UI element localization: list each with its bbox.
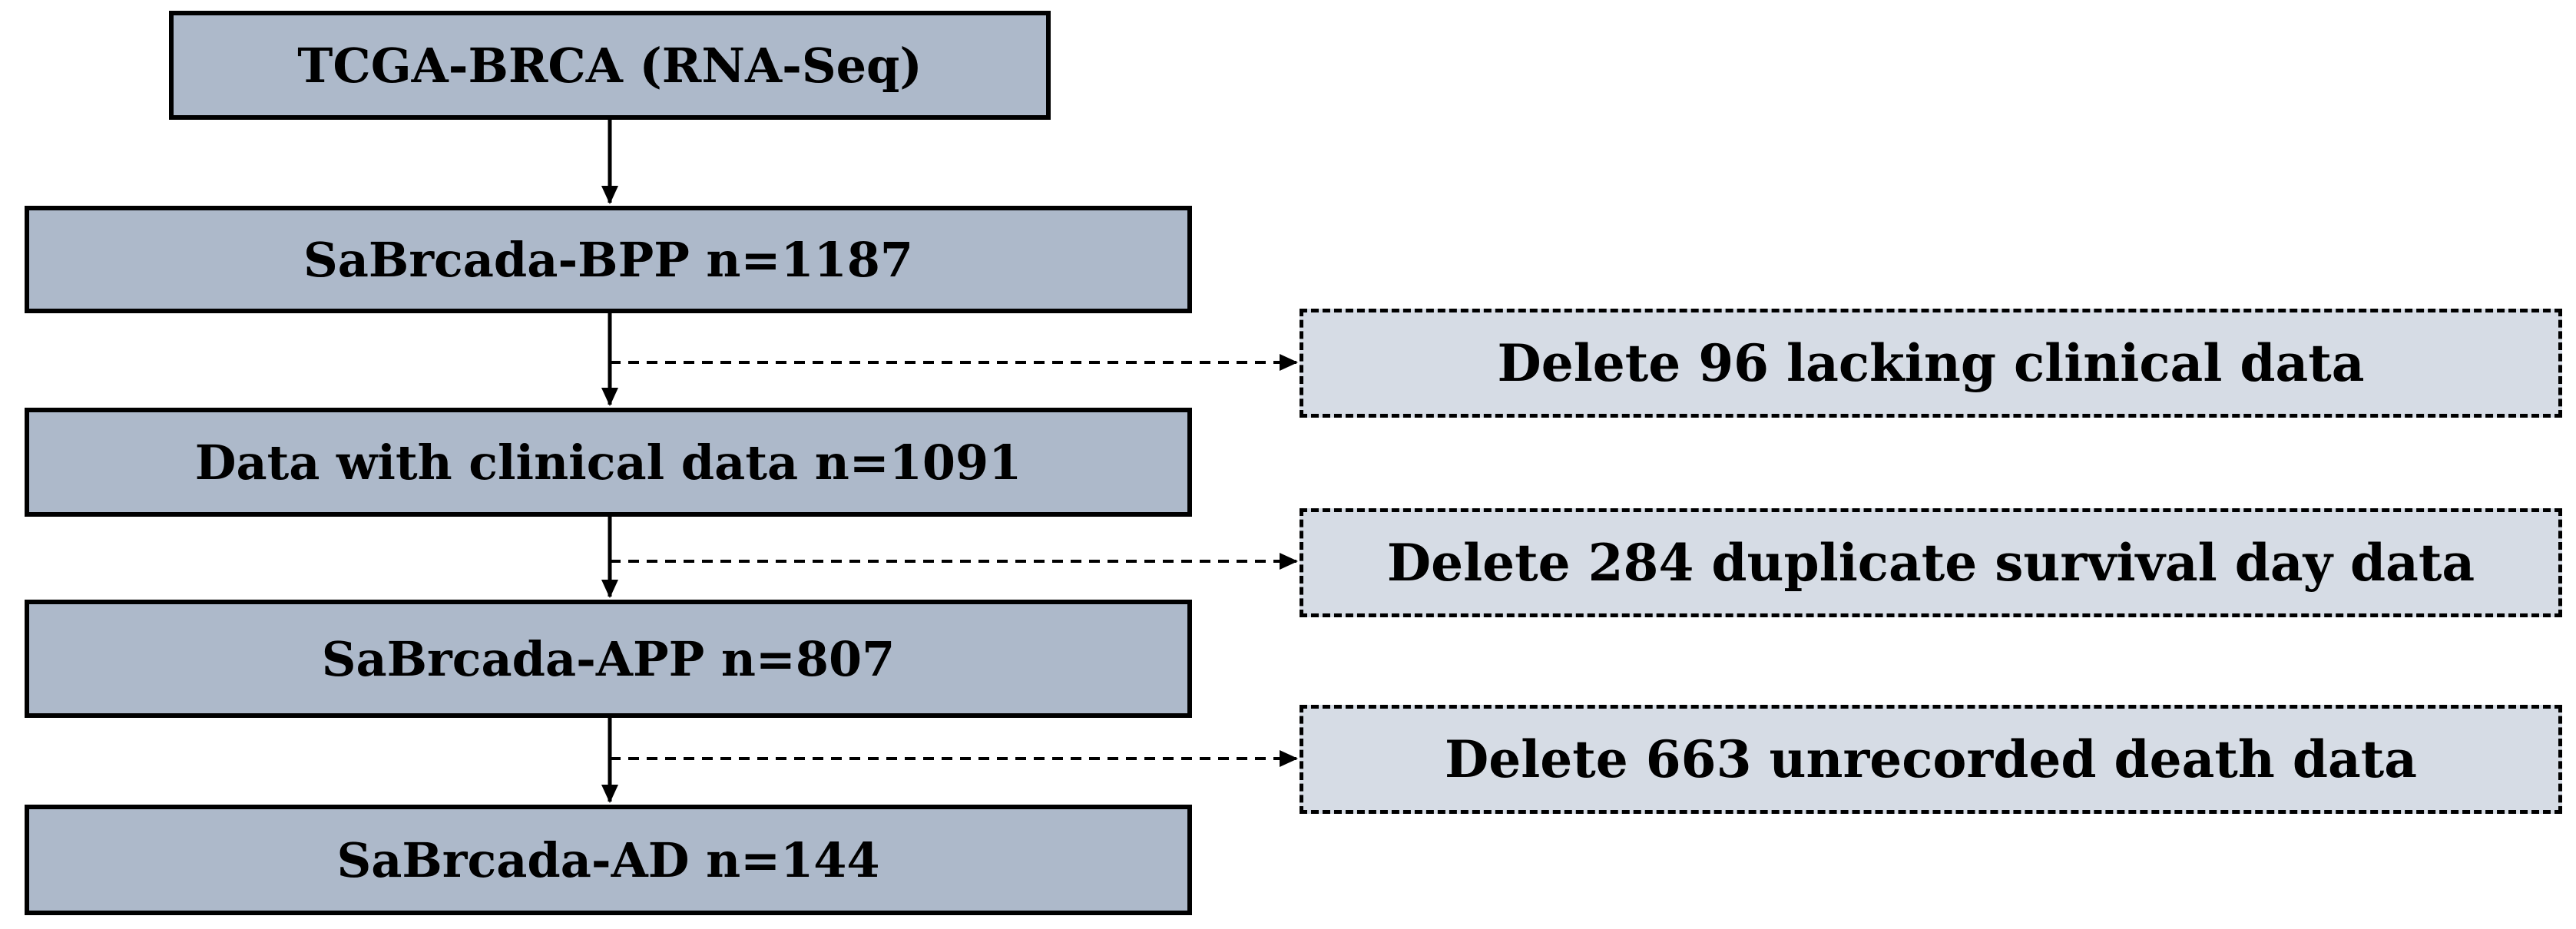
step-sabrcada-bpp: SaBrcada-BPP n=1187	[25, 206, 1192, 313]
step-sabrcada-ad: SaBrcada-AD n=144	[25, 805, 1192, 915]
step-label: TCGA-BRCA (RNA-Seq)	[297, 37, 922, 94]
step-label: Data with clinical data n=1091	[194, 434, 1022, 491]
exclusion-duplicate-survival: Delete 284 duplicate survival day data	[1300, 508, 2562, 617]
exclusion-label: Delete 663 unrecorded death data	[1445, 729, 2417, 789]
step-clinical-data: Data with clinical data n=1091	[25, 408, 1192, 517]
exclusion-lacking-clinical: Delete 96 lacking clinical data	[1300, 309, 2562, 418]
exclusion-unrecorded-death: Delete 663 unrecorded death data	[1300, 705, 2562, 814]
exclusion-label: Delete 284 duplicate survival day data	[1386, 533, 2475, 593]
step-label: SaBrcada-BPP n=1187	[303, 231, 913, 288]
exclusion-label: Delete 96 lacking clinical data	[1497, 333, 2365, 393]
step-tcga-brca: TCGA-BRCA (RNA-Seq)	[169, 11, 1051, 120]
step-sabrcada-app: SaBrcada-APP n=807	[25, 600, 1192, 718]
step-label: SaBrcada-AD n=144	[336, 831, 880, 888]
step-label: SaBrcada-APP n=807	[321, 630, 896, 687]
